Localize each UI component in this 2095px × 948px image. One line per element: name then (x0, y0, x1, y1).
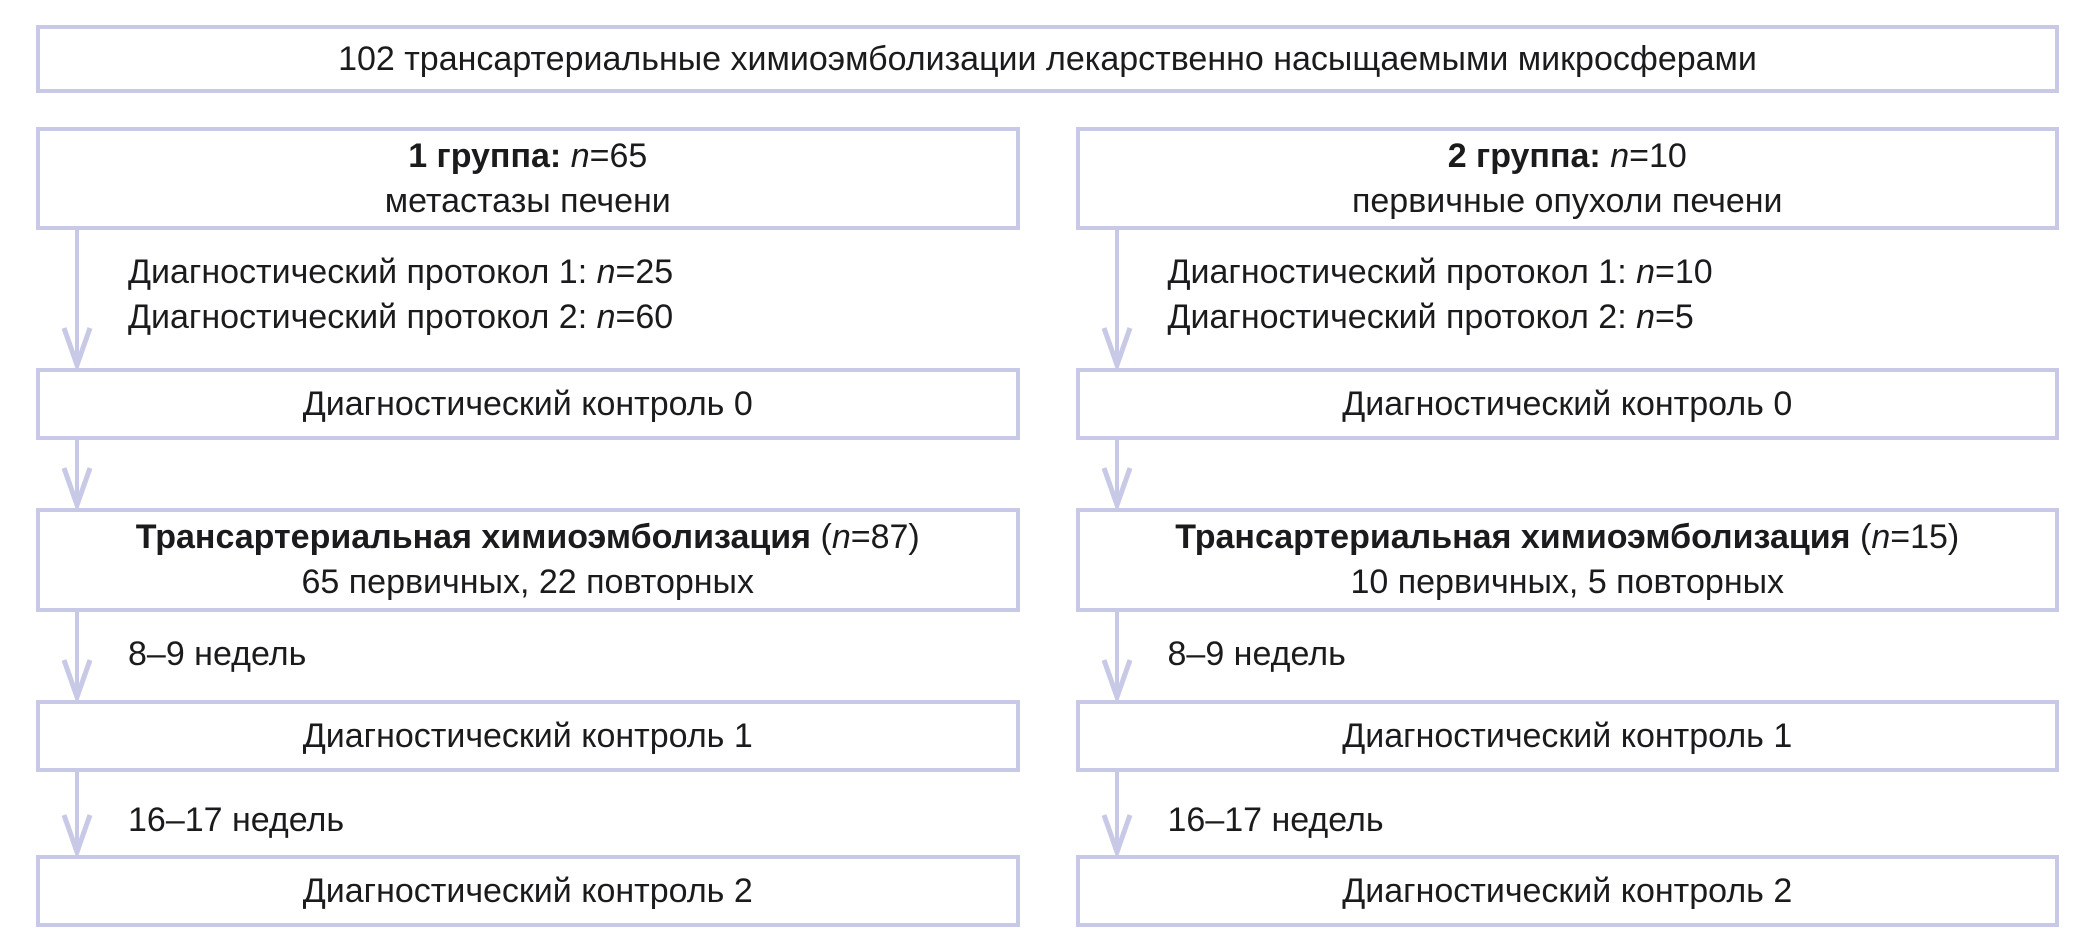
group-1-protocols-label: Диагностический протокол 1: n=25 Диагнос… (128, 250, 673, 340)
tace-title-bold: Трансартериальная химиоэмболизация (1175, 518, 1851, 556)
group-1-protocols-zone: Диагностический протокол 1: n=25 Диагнос… (36, 230, 1020, 368)
group-2-arrow-zone (1076, 440, 2060, 508)
group-1-interval-2-zone: 16–17 недель (36, 772, 1020, 855)
group-2-tace-n-value: =15) (1890, 518, 1960, 556)
protocol-line-1: Диагностический протокол 1: n=10 (1167, 253, 1713, 291)
interval-label: 16–17 недель (1167, 801, 1384, 839)
protocol-line-2: Диагностический протокол 2: n=5 (1167, 298, 1694, 336)
group-1-control-2-box: Диагностический контроль 2 (36, 855, 1020, 927)
columns: 1 группа: n=65 метастазы печени Диагност… (36, 127, 2059, 927)
group-2-control-0-box: Диагностический контроль 0 (1075, 368, 2059, 440)
group-2-interval-1-zone: 8–9 недель (1076, 612, 2060, 700)
group-1-n-value: =65 (589, 136, 648, 175)
group-2-control-2-box: Диагностический контроль 2 (1075, 855, 2059, 927)
group-1-box: 1 группа: n=65 метастазы печени (36, 127, 1020, 230)
group-1-column: 1 группа: n=65 метастазы печени Диагност… (36, 127, 1020, 927)
group-2-column: 2 группа: n=10 первичные опухоли печени … (1075, 127, 2060, 927)
group-2-subtitle: первичные опухоли печени (1351, 181, 1783, 220)
interval-label: 8–9 недель (1167, 635, 1346, 673)
group-1-arrow-zone (36, 440, 1020, 508)
control-1-text: Диагностический контроль 1 (302, 716, 753, 755)
protocol-line-2: Диагностический протокол 2: n=60 (128, 298, 674, 336)
n-symbol: n (1636, 253, 1656, 291)
group-2-protocols-label: Диагностический протокол 1: n=10 Диагнос… (1168, 250, 1713, 340)
group-2-interval-2-zone: 16–17 недель (1076, 772, 2060, 855)
n-symbol: n (1610, 136, 1630, 175)
total-procedures-text: 102 трансартериальные химиоэмболизации л… (338, 39, 1757, 78)
group-1-title: 1 группа: n=65 (408, 134, 647, 179)
tace-title-bold: Трансартериальная химиоэмболизация (135, 518, 812, 556)
arrow-down-icon (1101, 772, 1132, 855)
arrow-down-icon (1101, 230, 1132, 368)
group-2-title: 2 группа: n=10 (1448, 134, 1687, 179)
group-1-tace-n-value: =87) (850, 518, 920, 556)
group-2-protocols-zone: Диагностический протокол 1: n=10 Диагнос… (1076, 230, 2060, 368)
group-1-control-1-box: Диагностический контроль 1 (36, 700, 1020, 772)
arrow-down-icon (61, 440, 93, 508)
control-2-text: Диагностический контроль 2 (302, 871, 753, 910)
control-0-text: Диагностический контроль 0 (1342, 384, 1793, 423)
protocol-line-1: Диагностический протокол 1: n=25 (128, 253, 674, 291)
interval-label: 8–9 недель (128, 635, 307, 673)
group-2-box: 2 группа: n=10 первичные опухоли печени (1075, 127, 2059, 230)
arrow-down-icon (1101, 440, 1132, 508)
n-symbol: n (1871, 518, 1891, 556)
n-symbol: n (596, 253, 616, 291)
control-2-text: Диагностический контроль 2 (1342, 871, 1793, 910)
total-procedures-box: 102 трансартериальные химиоэмболизации л… (36, 25, 2059, 93)
n-symbol: n (570, 136, 590, 175)
group-2-tace-subtitle: 10 первичных, 5 повторных (1350, 563, 1785, 601)
control-0-text: Диагностический контроль 0 (302, 384, 753, 423)
group-2-control-1-box: Диагностический контроль 1 (1075, 700, 2059, 772)
group-1-subtitle: метастазы печени (384, 181, 671, 220)
group-1-title-bold: 1 группа: (408, 136, 571, 175)
group-2-title-bold: 2 группа: (1447, 136, 1611, 175)
arrow-down-icon (61, 772, 93, 855)
arrow-down-icon (1101, 612, 1132, 700)
group-1-tace-title: Трансартериальная химиоэмболизация (n=87… (135, 518, 920, 556)
group-2-n-value: =10 (1629, 136, 1687, 175)
arrow-down-icon (61, 230, 93, 368)
arrow-down-icon (61, 612, 93, 700)
n-symbol: n (831, 518, 851, 556)
control-1-text: Диагностический контроль 1 (1342, 716, 1793, 755)
group-1-tace-subtitle: 65 первичных, 22 повторных (301, 563, 755, 601)
n-symbol: n (596, 298, 616, 336)
interval-label: 16–17 недель (128, 801, 345, 839)
group-2-tace-title: Трансартериальная химиоэмболизация (n=15… (1175, 518, 1960, 556)
n-symbol: n (1636, 298, 1656, 336)
group-1-control-0-box: Диагностический контроль 0 (36, 368, 1020, 440)
group-1-interval-1-zone: 8–9 недель (36, 612, 1020, 700)
group-1-tace-box: Трансартериальная химиоэмболизация (n=87… (36, 508, 1020, 612)
group-2-tace-box: Трансартериальная химиоэмболизация (n=15… (1075, 508, 2059, 612)
